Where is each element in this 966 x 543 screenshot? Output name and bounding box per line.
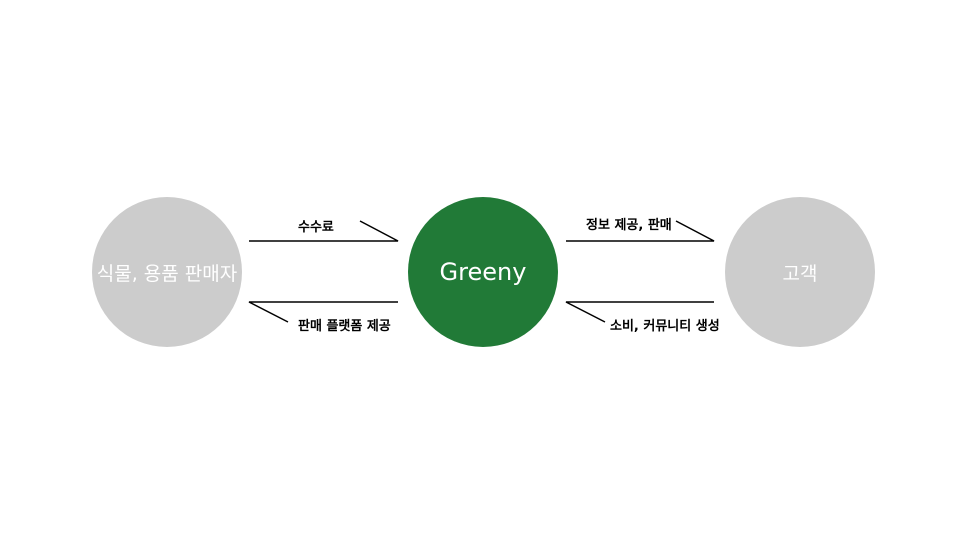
customer-node: 고객: [725, 197, 875, 347]
greeny-node-label: Greeny: [439, 258, 527, 286]
arrow-platform: [248, 301, 398, 323]
edge-label-platform: 판매 플랫폼 제공: [298, 319, 391, 334]
seller-node: 식물, 용품 판매자: [92, 197, 242, 347]
customer-node-label: 고객: [782, 262, 818, 285]
greeny-node: Greeny: [408, 197, 558, 347]
arrow-info: [566, 220, 715, 242]
edge-label-consume: 소비, 커뮤니티 생성: [610, 319, 720, 334]
seller-node-label: 식물, 용품 판매자: [96, 262, 238, 285]
arrow-consume: [565, 301, 714, 323]
edge-label-info: 정보 제공, 판매: [586, 218, 672, 233]
edge-label-fee: 수수료: [298, 220, 334, 235]
arrow-fee: [249, 220, 399, 242]
